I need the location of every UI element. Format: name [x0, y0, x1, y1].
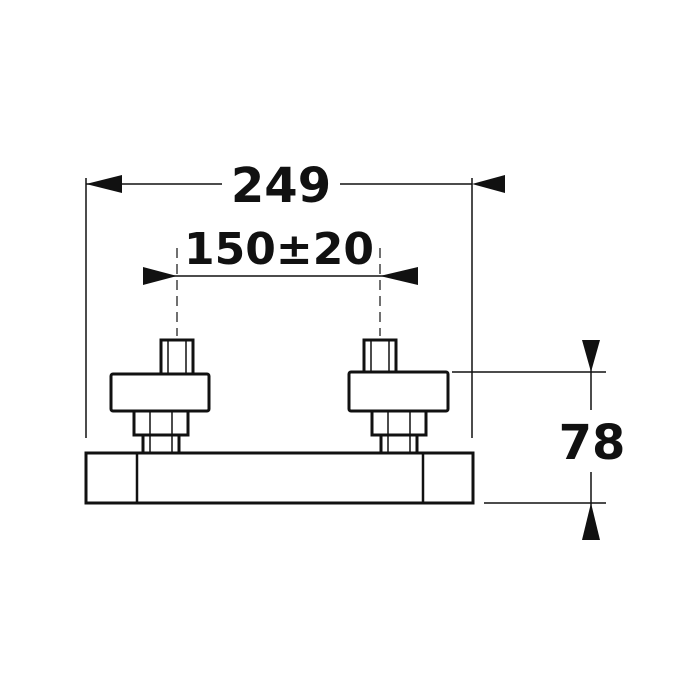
- spacing-arrowhead-left: [143, 267, 177, 285]
- arrowhead-left: [86, 175, 122, 193]
- height-arrowhead-bottom: [582, 503, 600, 540]
- inlet-spacing-label: 150±20: [184, 224, 374, 275]
- left-connector-nut: [109, 372, 211, 413]
- right-connector-fitting: [370, 409, 428, 437]
- left-connector-collar: [141, 433, 181, 455]
- spacing-arrowhead-right: [380, 267, 418, 285]
- arrowhead-right: [472, 175, 505, 193]
- right-connector: [347, 338, 450, 455]
- right-connector-collar: [379, 433, 419, 455]
- left-connector-fitting: [132, 409, 190, 437]
- left-connector: [109, 338, 211, 455]
- left-connector-stem: [159, 338, 195, 376]
- right-connector-stem: [362, 338, 398, 376]
- mixer-body: [84, 451, 475, 505]
- overall-width-label: 249: [231, 158, 331, 214]
- height-arrowhead-top: [582, 340, 600, 372]
- right-connector-nut: [347, 370, 450, 413]
- overall-width-dimension: 249: [85, 158, 505, 438]
- inlet-spacing-dimension: 150±20: [143, 224, 418, 336]
- height-dimension: 78: [452, 340, 625, 540]
- mixer-body-outline: [84, 451, 475, 505]
- height-label: 78: [559, 415, 626, 471]
